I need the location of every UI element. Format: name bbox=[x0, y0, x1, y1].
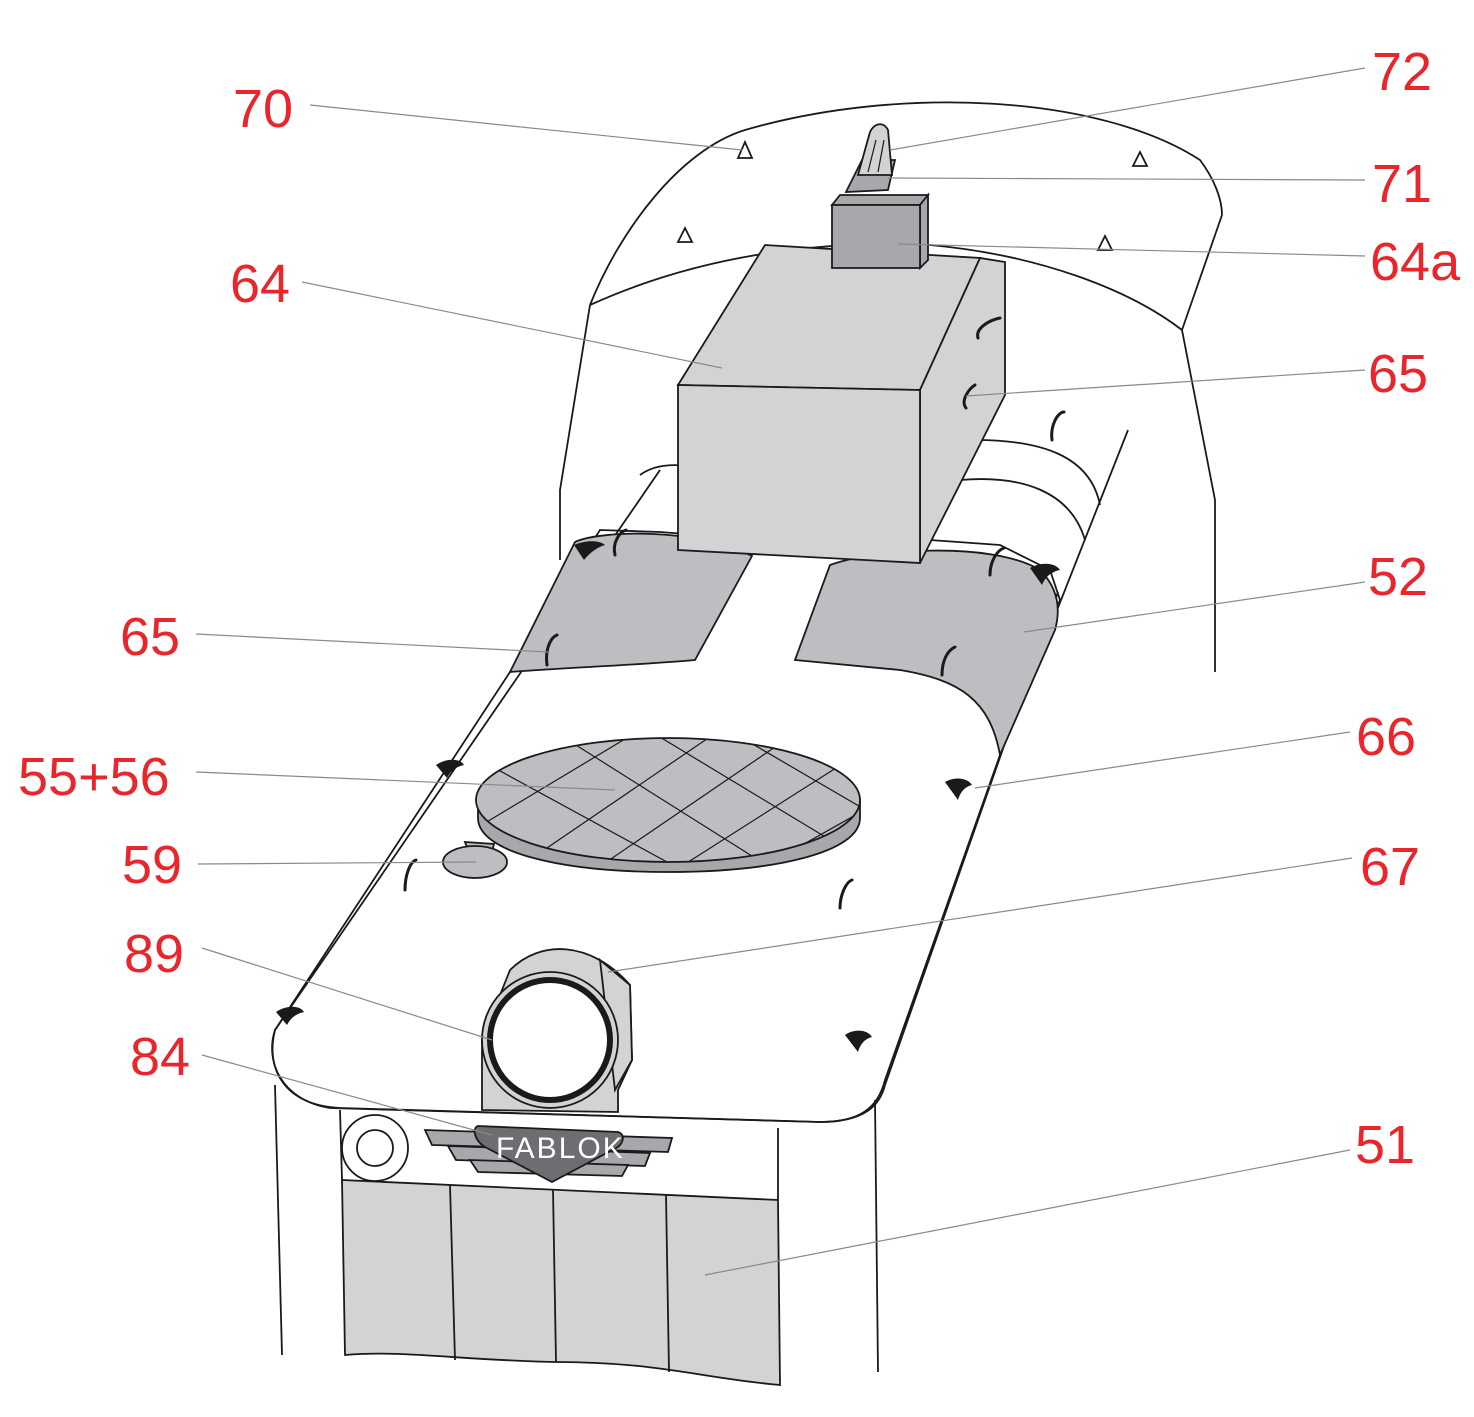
callout-67: 67 bbox=[1360, 837, 1420, 897]
callout-70: 70 bbox=[233, 79, 293, 139]
callout-71: 71 bbox=[1372, 154, 1432, 214]
callout-72: 72 bbox=[1372, 42, 1432, 102]
callout-52: 52 bbox=[1368, 547, 1428, 607]
hood-panels bbox=[508, 532, 1059, 759]
callout-65-top: 65 bbox=[1368, 344, 1428, 404]
equipment-box-64 bbox=[676, 244, 1006, 564]
callout-64: 64 bbox=[230, 254, 290, 314]
fablok-emblem-84: FABLOK bbox=[423, 1125, 674, 1184]
circular-grille bbox=[475, 737, 861, 873]
badge-text: FABLOK bbox=[496, 1132, 625, 1165]
callout-64a: 64a bbox=[1370, 232, 1461, 292]
horn-unit-64a bbox=[830, 192, 930, 271]
lifting-eyes bbox=[276, 316, 1066, 1052]
horn-71-72 bbox=[844, 123, 897, 193]
marker-light bbox=[341, 1114, 409, 1182]
cab-structure bbox=[559, 101, 1223, 672]
leader-lines bbox=[195, 67, 1366, 1276]
callout-89: 89 bbox=[124, 924, 184, 984]
callout-55-56: 55+56 bbox=[18, 747, 170, 807]
callout-labels: 70 72 71 64a 64 65 52 65 66 55+56 59 67 … bbox=[18, 42, 1461, 1175]
front-nose-51 bbox=[274, 1084, 879, 1386]
callout-59: 59 bbox=[122, 835, 182, 895]
callout-65-left: 65 bbox=[120, 607, 180, 667]
headlight-lens-89 bbox=[487, 977, 613, 1103]
callout-84: 84 bbox=[130, 1027, 190, 1087]
callout-51: 51 bbox=[1355, 1115, 1415, 1175]
roof-handles bbox=[676, 139, 1149, 251]
callout-66: 66 bbox=[1356, 707, 1416, 767]
